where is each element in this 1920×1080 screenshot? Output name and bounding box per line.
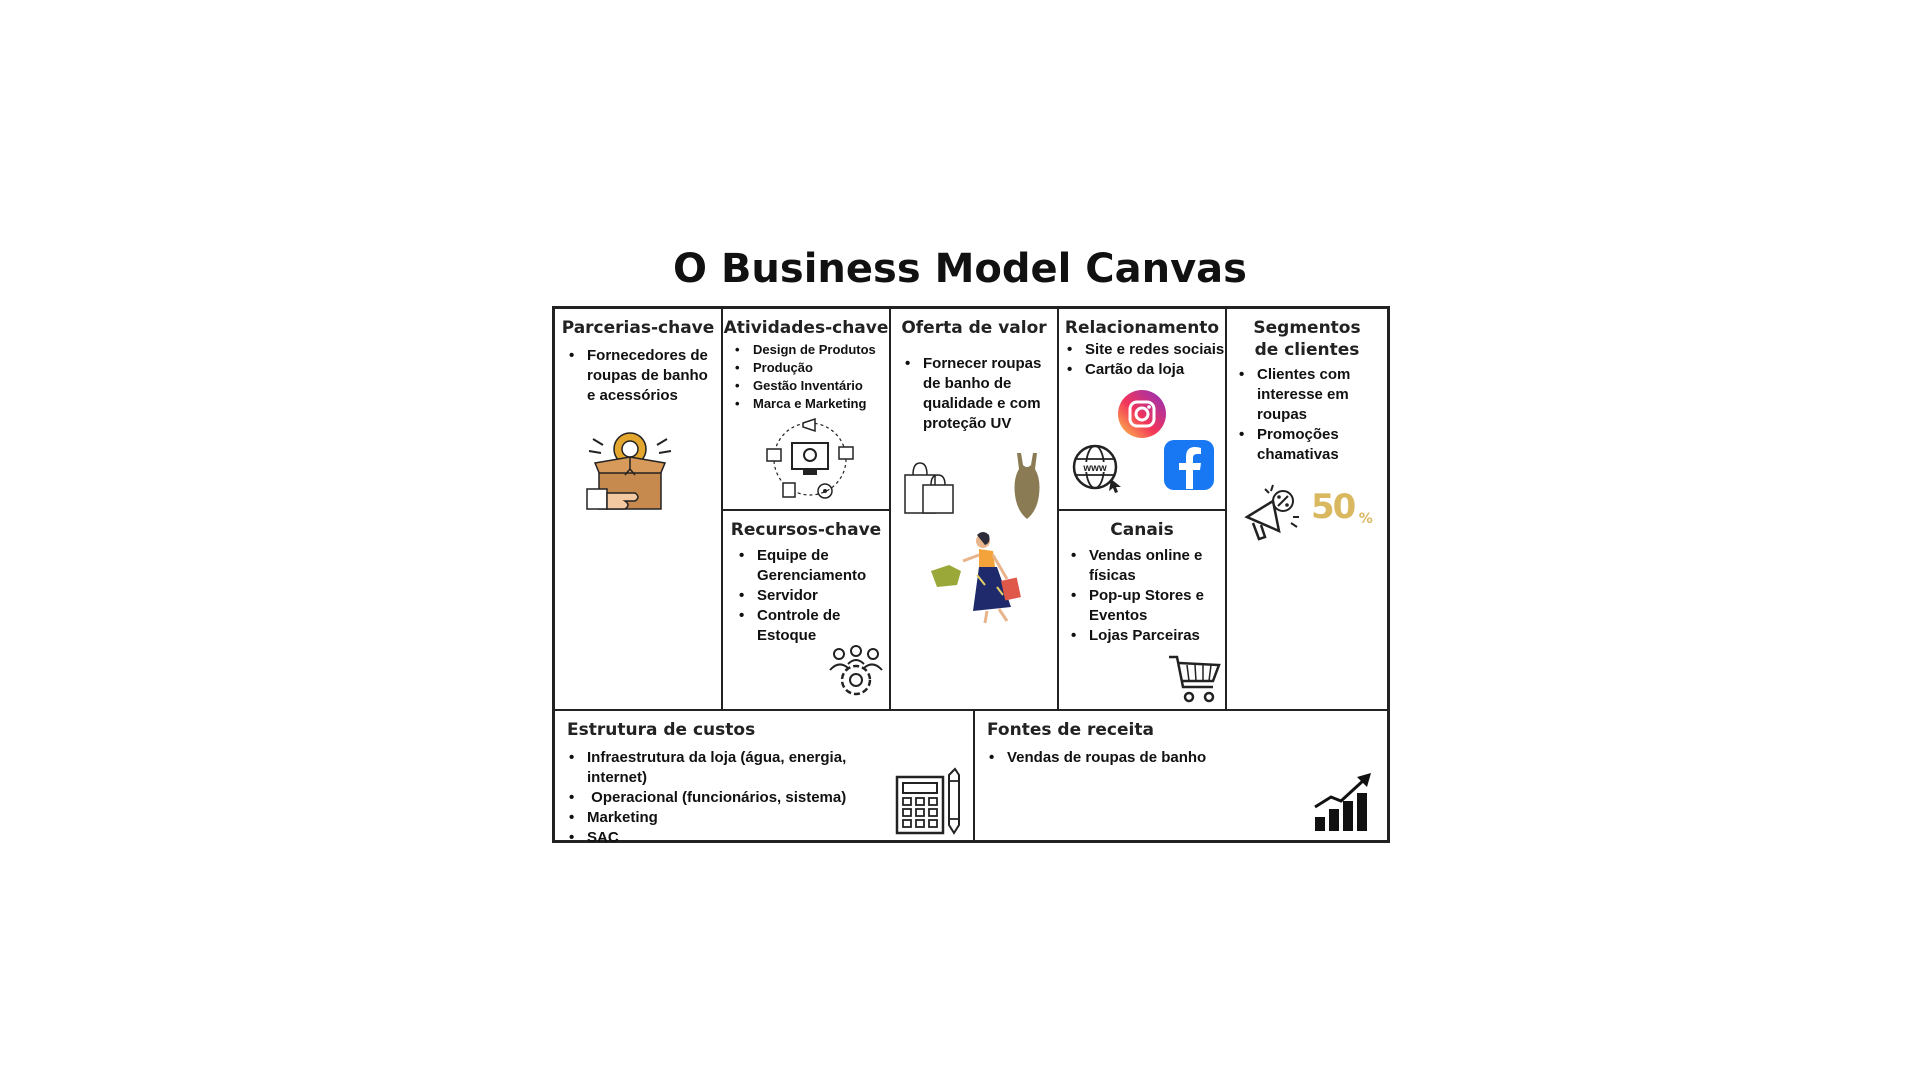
list-item: Marketing [567,808,897,828]
channels-heading: Canais [1110,520,1174,540]
list-item: Servidor [737,586,887,606]
list-item: Infraestrutura da loja (água, energia, i… [567,748,897,788]
list-item: Gestão Inventário [733,377,891,395]
list-item: Clientes com interesse em roupas [1237,365,1377,425]
list-item: Produção [733,359,891,377]
list-item: SAC [567,828,897,848]
revenue-streams-heading: Fontes de receita [987,720,1154,740]
key-partners-heading: Parcerias-chave [561,318,715,338]
list-item: Lojas Parceiras [1069,626,1225,646]
revenue-streams-list: Vendas de roupas de banho [987,748,1307,768]
key-resources-list: Equipe de Gerenciamento Servidor Control… [737,546,887,646]
section-key-activities: Atividades-chave Design de Produtos Prod… [723,309,891,511]
customer-segments-heading: Segmentos de clientes [1253,318,1361,360]
digital-marketing-icon [766,417,854,499]
list-item: Fornecer roupas de banho de qualidade e … [903,354,1055,434]
key-resources-heading: Recursos-chave [730,520,882,540]
list-item: Operacional (funcionários, sistema) [567,788,897,808]
growth-chart-icon [1314,773,1371,831]
section-revenue-streams: Fontes de receita Vendas de roupas de ba… [975,711,1387,840]
percent-glyph: % [1358,511,1373,527]
list-item: Marca e Marketing [733,395,891,413]
channels-list: Vendas online e físicas Pop-up Stores e … [1069,546,1225,646]
list-item: Fornecedores de roupas de banho e acessó… [567,346,717,406]
key-activities-list: Design de Produtos Produção Gestão Inven… [733,341,891,413]
customer-relationships-list: Site e redes sociais Cartão da loja [1065,340,1227,380]
section-customer-segments: Segmentos de clientes Clientes com inter… [1227,309,1387,711]
discount-50-badge: 50 % [1311,487,1381,527]
discount-50-text: 50 [1311,487,1356,527]
section-customer-relationships: Relacionamento Site e redes sociais Cart… [1059,309,1227,511]
list-item: Design de Produtos [733,341,891,359]
list-item: Controle de Estoque [737,606,887,646]
team-gear-icon [829,645,883,696]
key-partners-list: Fornecedores de roupas de banho e acessó… [567,346,717,406]
list-item: Equipe de Gerenciamento [737,546,887,586]
instagram-icon [1118,390,1166,438]
business-model-canvas: Parcerias-chave Fornecedores de roupas d… [552,306,1390,848]
woman-shopping-icon [931,532,1021,624]
value-proposition-list: Fornecer roupas de banho de qualidade e … [903,354,1055,434]
value-proposition-heading: Oferta de valor [901,318,1047,338]
section-value-proposition: Oferta de valor Fornecer roupas de banho… [891,309,1059,711]
list-item: Cartão da loja [1065,360,1227,380]
customer-segments-list: Clientes com interesse em roupas Promoçõ… [1237,365,1377,465]
key-activities-heading: Atividades-chave [723,318,889,338]
box-handshake-icon [586,432,672,510]
section-key-partners: Parcerias-chave Fornecedores de roupas d… [555,309,723,711]
list-item: Pop-up Stores e Eventos [1069,586,1225,626]
list-item: Vendas de roupas de banho [987,748,1307,768]
section-channels: Canais Vendas online e físicas Pop-up St… [1059,511,1227,711]
shopping-bags-icon [904,462,954,514]
facebook-icon [1164,440,1214,490]
shopping-cart-icon [1169,655,1221,703]
cost-structure-heading: Estrutura de custos [567,720,756,740]
list-item: Site e redes sociais [1065,340,1227,360]
megaphone-discount-icon [1244,484,1299,541]
list-item: Promoções chamativas [1237,425,1377,465]
section-cost-structure: Estrutura de custos Infraestrutura da lo… [555,711,975,848]
www-label: www [1082,463,1107,474]
cost-structure-list: Infraestrutura da loja (água, energia, i… [567,748,897,848]
list-item: Vendas online e físicas [1069,546,1225,586]
section-key-resources: Recursos-chave Equipe de Gerenciamento S… [723,511,891,711]
customer-relationships-heading: Relacionamento [1064,318,1220,338]
page-title: O Business Model Canvas [673,246,1247,292]
globe-www-icon: www [1072,444,1121,493]
calculator-pen-icon [895,767,960,835]
swimsuit-icon [1014,453,1040,519]
